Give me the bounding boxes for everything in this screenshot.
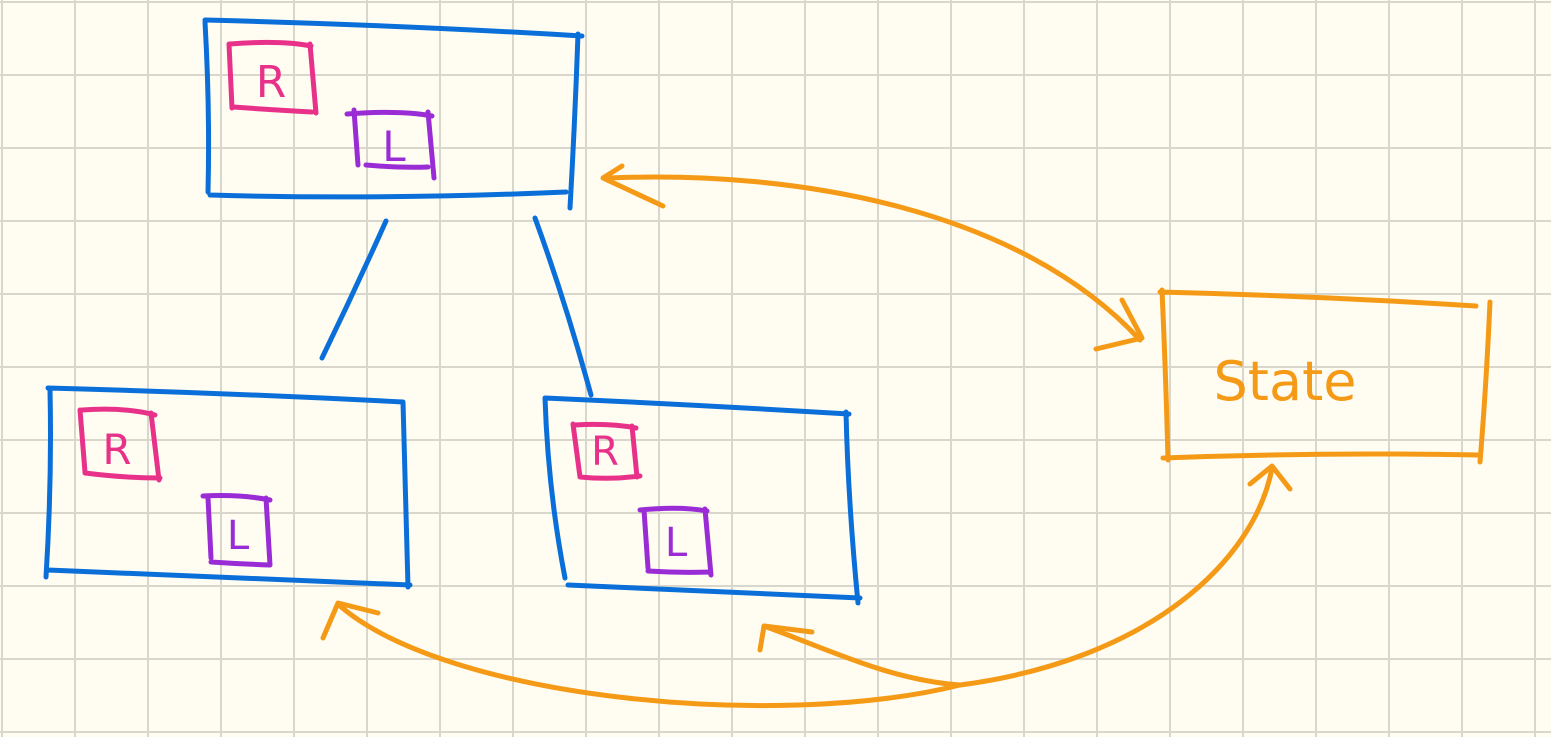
- arrow-right-to-hub: [761, 623, 963, 688]
- r-badge: R: [570, 421, 643, 481]
- arrowhead-state-lower: [1247, 463, 1293, 492]
- tree-connectors: [319, 215, 594, 398]
- arrowhead-left: [320, 600, 381, 641]
- r-badge: R: [226, 39, 319, 116]
- state-box: State: [1157, 287, 1493, 465]
- connector-right: [532, 215, 594, 398]
- arrow-top-to-state: [605, 174, 1143, 343]
- r-label: R: [102, 425, 131, 474]
- state-outline: [1157, 287, 1493, 465]
- arrowhead-state-upper: [1093, 297, 1145, 352]
- component-box-top: R L: [202, 17, 585, 211]
- l-badge: L: [200, 493, 273, 568]
- state-label: State: [1214, 350, 1357, 413]
- state-arrows: [320, 163, 1293, 709]
- component-outline: [202, 17, 585, 211]
- r-badge: R: [77, 406, 163, 483]
- arrowhead-top: [600, 163, 666, 209]
- l-badge: L: [344, 107, 437, 181]
- l-badge: L: [637, 505, 714, 578]
- component-box-right: R L: [542, 395, 863, 606]
- arrow-left-to-hub: [337, 603, 963, 709]
- r-label: R: [256, 57, 287, 108]
- l-label: L: [227, 513, 250, 559]
- connector-left: [319, 218, 389, 361]
- r-label: R: [591, 429, 619, 475]
- arrow-hub-to-state: [957, 465, 1275, 688]
- component-outline: [43, 385, 413, 590]
- component-outline: [542, 395, 863, 606]
- l-label: L: [382, 122, 406, 171]
- l-label: L: [665, 520, 688, 566]
- component-box-left: R L: [43, 385, 413, 590]
- arrowhead-right: [757, 623, 815, 653]
